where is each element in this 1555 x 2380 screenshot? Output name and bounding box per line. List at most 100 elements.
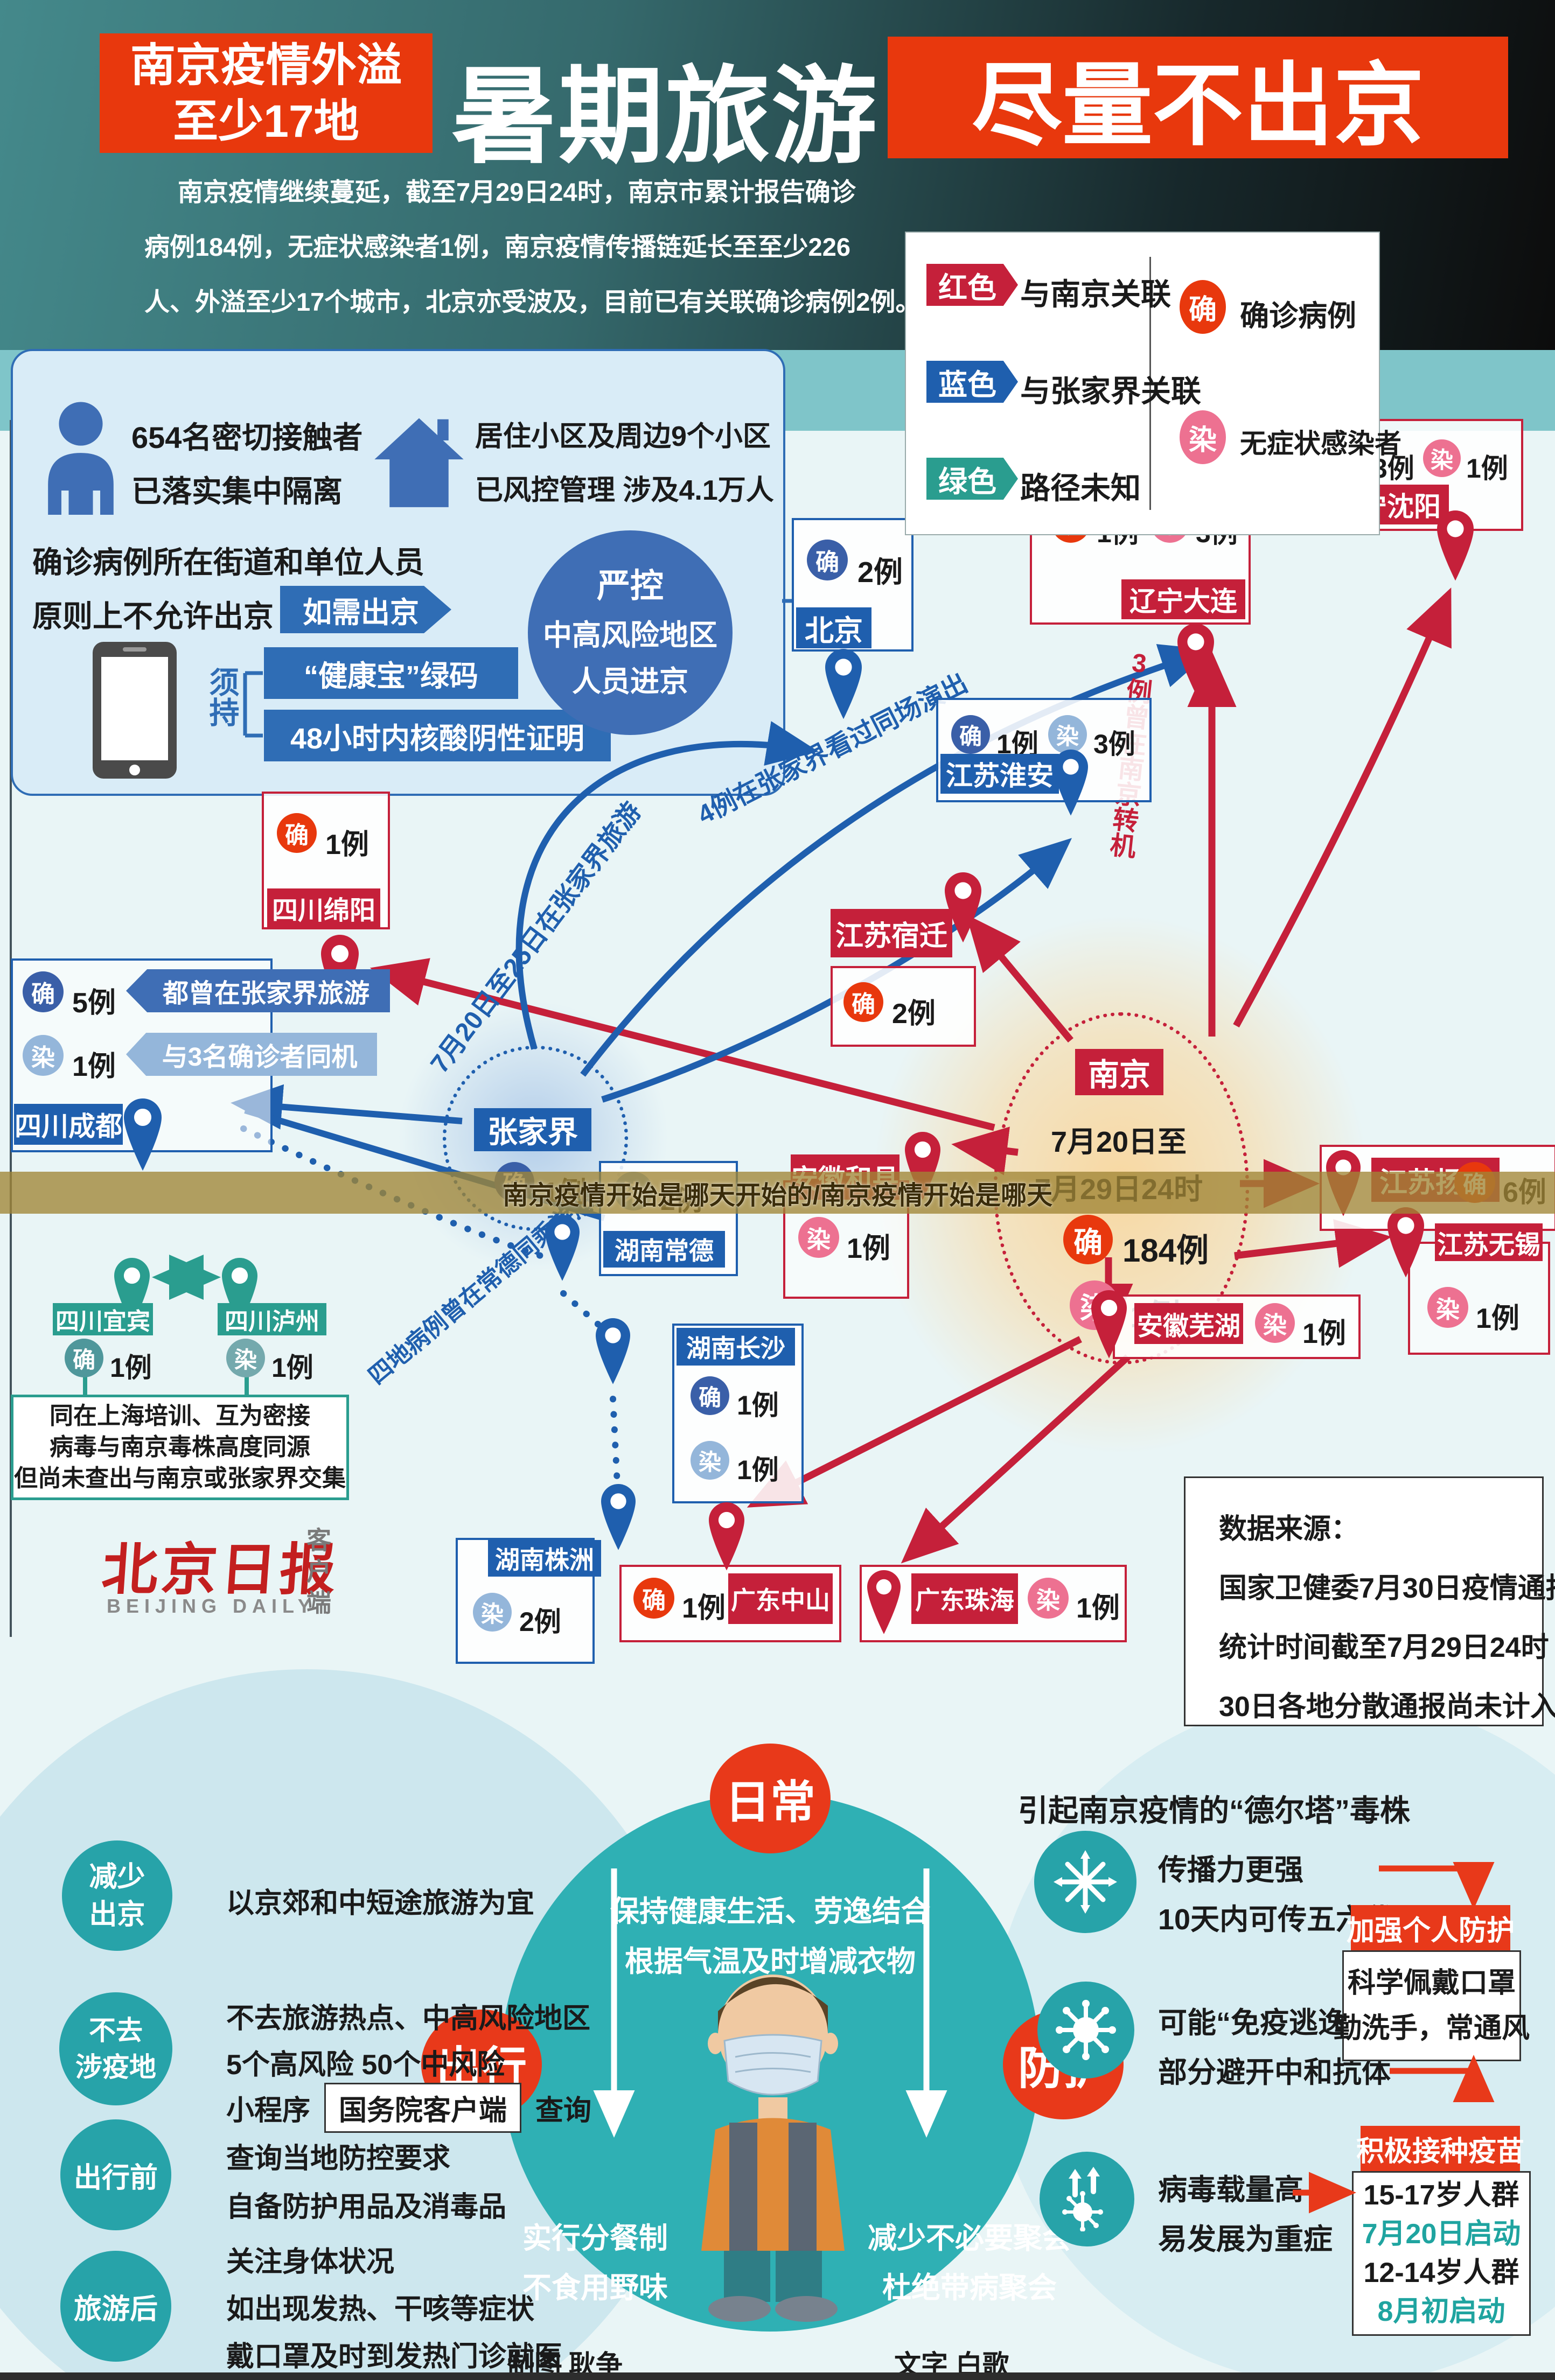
advice-circle-before: 出行前: [60, 2119, 171, 2230]
map-pin-yibin: [114, 1258, 150, 1326]
healthkit-label: “健康宝”绿码: [304, 660, 478, 692]
vaccine-advice-box: 15-17岁人群 7月20日启动 12-14岁人群 8月初启动: [1352, 2171, 1531, 2336]
map-pin-chengdu: [124, 1098, 162, 1171]
shenyang-asym: 1例: [1466, 453, 1508, 484]
virus-load-icon: [1040, 2152, 1134, 2246]
asym-badge: 染: [691, 1441, 729, 1480]
map-pin-changde: [545, 1215, 580, 1281]
zhuhai-asym: 1例: [1076, 1593, 1120, 1624]
rule-line2: 原则上不允许出京: [32, 599, 274, 633]
healthkit-box: “健康宝”绿码: [264, 647, 518, 699]
vaccine-advice-label: 积极接种疫苗: [1356, 2126, 1524, 2171]
map-pin-suqian: [945, 872, 981, 943]
changsha-asym: 1例: [737, 1455, 779, 1485]
advice-after-text1: 关注身体状况: [226, 2246, 395, 2278]
advice-reduce-l2: 出京: [89, 1899, 145, 1930]
protection-advice-l1: 科学佩戴口罩: [1347, 1968, 1516, 1999]
logo-en: BEIJING DAILY: [107, 1595, 316, 1617]
watermark-bar: 南京疫情开始是哪天开始的/南京疫情开始是哪天: [0, 1172, 1555, 1214]
pair-line2: 病毒与南京毒株高度同源: [50, 1434, 310, 1460]
asym-badge: 染: [473, 1593, 512, 1632]
confirmed-badge: 确: [807, 540, 848, 580]
bottom-border-line: [0, 2372, 1555, 2380]
home-line2: 已风控管理 涉及4.1万人: [475, 475, 774, 506]
confirmed-badge: 确: [691, 1376, 729, 1415]
virus-icon: [1037, 1982, 1134, 2078]
mini-program-post: 查询: [535, 2095, 592, 2126]
daily-tip1: 保持健康生活、劳逸结合: [610, 1895, 930, 1928]
legend-confirmed-label: 确诊病例: [1240, 300, 1356, 332]
chengdu-confirmed: 5例: [72, 988, 116, 1019]
daily-label: 日常: [724, 1776, 815, 1828]
confirmed-badge: 确: [633, 1578, 674, 1619]
spread-icon: [1034, 1831, 1136, 1933]
yibin-confirmed: 1例: [110, 1353, 152, 1383]
hexian-asym: 1例: [847, 1233, 890, 1264]
intro-line2: 病例184例，无症状感染者1例，南京疫情传播链延长至至少226: [144, 233, 850, 261]
page-title-red-box: 尽量不出京: [888, 37, 1508, 158]
map-pin-shenyang: [1437, 510, 1474, 581]
data-source-box: 数据来源： 国家卫健委7月30日疫情通报 统计时间截至7月29日24时 30日各…: [1184, 1476, 1555, 1726]
protect-tip2: 杜绝带病聚会: [882, 2272, 1057, 2304]
advice-circle-avoid: 不去 涉疫地: [59, 1992, 172, 2105]
home-line1: 居住小区及周边9个小区: [475, 421, 771, 452]
node-beijing-label: 北京: [796, 607, 871, 648]
legend-blue-label: 与张家界关联: [1020, 374, 1201, 408]
protection-advice-l2: 勤洗手，常通风: [1334, 2013, 1530, 2044]
advice-before-text1: 查询当地防控要求: [226, 2143, 451, 2174]
vaccine-advice-title: 积极接种疫苗: [1356, 2136, 1525, 2167]
wuxi-asym: 1例: [1476, 1303, 1519, 1334]
asym-badge: 染: [798, 1217, 839, 1258]
map-pin-dalian: [1177, 624, 1214, 694]
map-pin-luzhou: [222, 1258, 257, 1326]
node-zhongshan-label: 广东中山: [728, 1573, 833, 1624]
map-pin-changsha: [596, 1318, 630, 1384]
advice-after-text2: 如出现发热、干咳等症状: [226, 2294, 535, 2325]
mianyang-confirmed: 1例: [325, 829, 369, 860]
map-pin-zhuhai: [867, 1570, 901, 1634]
advice-avoid-text2: 5个高风险 50个中风险: [226, 2049, 505, 2081]
phone-icon: [93, 642, 177, 779]
asym-badge: 染: [23, 1035, 64, 1076]
node-wuxi-label: 江苏无锡: [1435, 1223, 1543, 1261]
node-zhuhai-label: 广东珠海: [911, 1573, 1018, 1624]
legend-confirmed-badge: 确: [1180, 280, 1226, 334]
node-changsha-label: 湖南长沙: [677, 1328, 795, 1366]
huaian-asym: 3例: [1093, 729, 1135, 759]
source-line1: 数据来源：: [1219, 1514, 1359, 1545]
node-wuhu-label: 安徽芜湖: [1134, 1303, 1243, 1344]
node-yibin-label: 四川宜宾: [53, 1303, 153, 1335]
legend-red-label: 与南京关联: [1020, 277, 1171, 311]
node-huaian-label: 江苏淮安: [940, 754, 1059, 794]
protection-advice-box: 科学佩戴口罩 勤洗手，常通风: [1334, 1950, 1530, 2061]
nanjing-confirmed: 184例: [1122, 1233, 1209, 1269]
advice-reduce-l1: 减少: [89, 1861, 145, 1893]
header-badge-line2: 至少17地: [173, 96, 359, 146]
chengdu-asym-note: 与3名确诊者同机: [126, 1033, 377, 1076]
nucleic-box: 48小时内核酸阴性证明: [264, 710, 611, 761]
asym-badge: 染: [1427, 1287, 1468, 1328]
map-pin-wuxi: [1387, 1207, 1424, 1278]
rule-line1: 确诊病例所在街道和单位人员: [32, 545, 424, 579]
asym-badge: 染: [226, 1339, 265, 1377]
delta-point2-line2: 部分避开中和抗体: [1158, 2056, 1391, 2089]
node-suqian-label: 江苏宿迁: [831, 909, 952, 957]
masked-traveler-illustration: [701, 1975, 845, 2322]
protection-advice-label: 加强个人防护: [1347, 1905, 1515, 1950]
vaccine-l2: 7月20日启动: [1362, 2218, 1521, 2250]
need-leave-tag: 如需出京: [280, 586, 451, 633]
page-title-red: 尽量不出京: [972, 54, 1424, 156]
intro-line1: 南京疫情继续蔓延，截至7月29日24时，南京市累计报告确诊: [178, 178, 856, 206]
node-zhangjiajie-label: 张家界: [474, 1108, 591, 1151]
source-line2: 国家卫健委7月30日疫情通报: [1219, 1573, 1555, 1604]
advice-avoid-l1: 不去: [89, 2015, 143, 2046]
mini-program-box: 国务院客户端: [324, 2083, 522, 2133]
advice-after-text3: 戴口罩及时到发热门诊就医: [226, 2341, 563, 2372]
contact-line2: 已落实集中隔离: [131, 474, 343, 508]
advice-before-text2: 自备防护用品及消毒品: [226, 2192, 507, 2223]
delta-point3-line2: 易发展为重症: [1158, 2223, 1333, 2256]
travel-tip1: 实行分餐制: [522, 2222, 668, 2255]
vaccine-l4: 8月初启动: [1377, 2296, 1505, 2327]
intro-line3: 人、外溢至少17个城市，北京亦受波及，目前已有关联确诊病例2例。: [144, 288, 921, 316]
chengdu-confirmed-note: 都曾在张家界旅游: [126, 969, 390, 1012]
